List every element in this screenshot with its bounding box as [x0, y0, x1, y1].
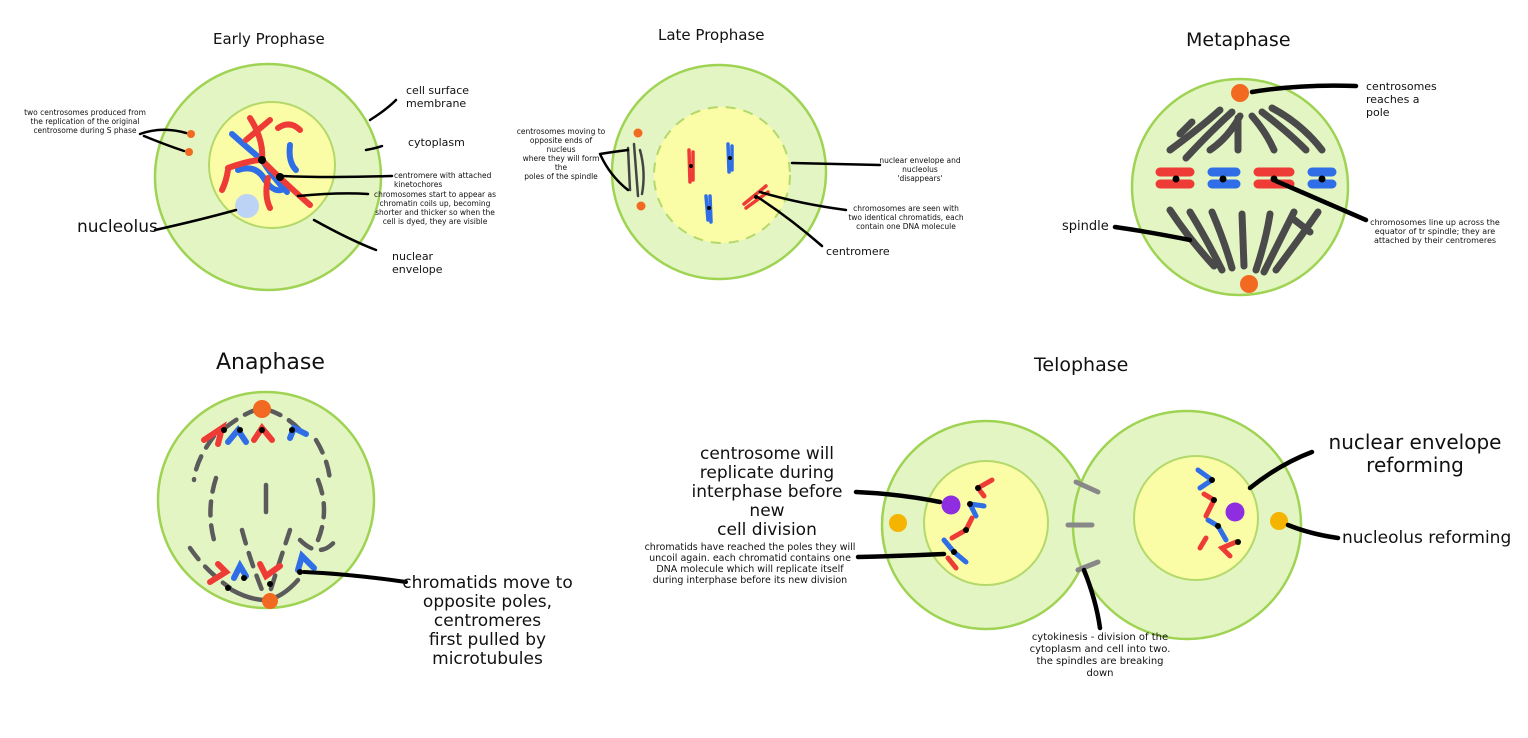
anaphase-title: Anaphase — [216, 350, 325, 375]
early-prophase-title: Early Prophase — [213, 30, 325, 48]
early-prophase-membrane-label: cell surface membrane — [406, 84, 470, 110]
late-prophase-cell — [598, 63, 882, 281]
telophase-title: Telophase — [1034, 354, 1129, 376]
anaphase-cell — [156, 390, 408, 610]
nucleolus-dot — [235, 194, 259, 218]
early-prophase-centromere-label: centromere with attached kinetochores — [394, 171, 492, 189]
telophase-envelope-label: nuclear envelope reforming — [1328, 430, 1502, 477]
telophase-centrosome-label: centrosome will replicate during interph… — [691, 444, 843, 540]
early-prophase-envelope-label: nuclear envelope — [392, 250, 443, 276]
late-prophase-centrosomes-label: centrosomes moving to opposite ends of n… — [516, 127, 606, 181]
metaphase-lineup-label: chromosomes line up across the equator o… — [1370, 218, 1500, 245]
early-prophase-chromosomes-label: chromosomes start to appear as chromatin… — [373, 190, 497, 226]
late-prophase-chromatids-label: chromosomes are seen with two identical … — [848, 204, 964, 231]
late-prophase-title: Late Prophase — [658, 26, 765, 44]
metaphase-centrosomes-label: centrosomes reaches a pole — [1366, 80, 1437, 119]
metaphase-spindle-label: spindle — [1062, 219, 1109, 234]
anaphase-chromatids-label: chromatids move to opposite poles, centr… — [402, 573, 573, 669]
late-prophase-centromere-label: centromere — [826, 245, 890, 258]
early-prophase-cell — [138, 62, 398, 292]
late-prophase-envelope-label: nuclear envelope and nucleolus 'disappea… — [879, 156, 961, 183]
early-prophase-nucleolus-label: nucleolus — [77, 217, 158, 237]
metaphase-cell — [1112, 77, 1369, 297]
telophase-cytokinesis-label: cytokinesis - division of the cytoplasm … — [1029, 632, 1171, 679]
telophase-cells — [853, 409, 1341, 641]
telophase-chromatids-label: chromatids have reached the poles they w… — [644, 542, 856, 586]
early-prophase-cytoplasm-label: cytoplasm — [408, 136, 465, 149]
telophase-nucleolus-label: nucleolus reforming — [1342, 528, 1512, 548]
metaphase-title: Metaphase — [1186, 29, 1291, 51]
early-prophase-centrosomes-label: two centrosomes produced from the replic… — [24, 108, 146, 135]
